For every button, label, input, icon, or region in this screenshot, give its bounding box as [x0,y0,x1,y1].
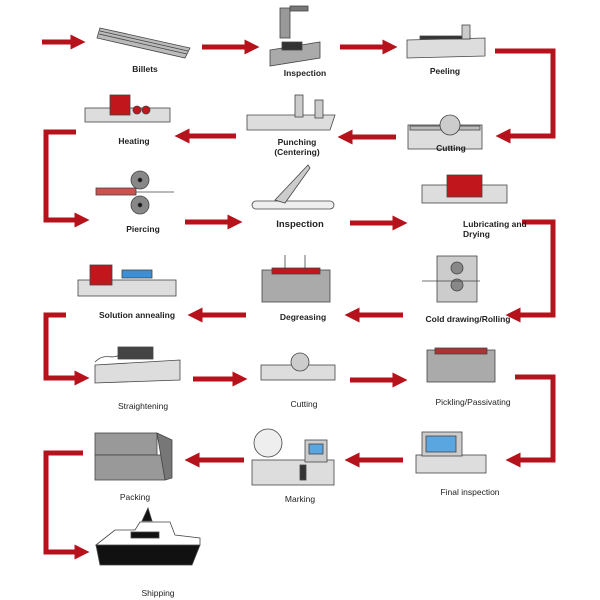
punching-line1: Punching [277,137,317,147]
marking-machine-icon [251,428,335,486]
flow-elbow-arrow [505,219,556,323]
packing-boxes-icon [94,432,173,481]
billets-icon [96,27,191,59]
step-label-cutting: Cutting [436,143,466,153]
step-label-final-inspection: Final inspection [440,487,500,497]
punching-machine-icon [246,94,336,131]
lubricating-line1: Lubricating and [463,219,527,229]
step-label-inspection-2: Inspection [276,219,324,230]
lubricating-icon [421,174,508,204]
tube-inspection-icon [251,164,335,210]
straightener-icon [94,346,181,384]
step-label-shipping: Shipping [141,588,175,598]
step-label-peeling: Peeling [429,66,461,76]
step-label-cold-drawing: Cold drawing/Rolling [425,314,511,324]
step-label-degreasing: Degreasing [279,312,327,322]
flow-elbow-arrow [505,374,556,468]
lubricating-line2: Drying [463,229,490,239]
step-label-punching: Punching(Centering) [274,137,319,157]
step-label-cutting-2: Cutting [290,399,318,409]
step-label-billets: Billets [132,64,158,74]
annealing-furnace-icon [77,264,177,297]
cutting-saw-icon [260,352,336,381]
inspection-machine-icon [269,5,321,67]
cutting-saw-icon [407,114,483,150]
punching-line2: (Centering) [274,147,320,157]
flow-elbow-arrow [43,129,90,228]
step-label-marking: Marking [284,494,316,504]
ship-icon [94,506,201,566]
step-label-packing: Packing [119,492,151,502]
degreasing-tank-icon [261,255,331,303]
flow-elbow-arrow [495,48,556,144]
step-label-inspection: Inspection [283,68,327,78]
pickling-tank-icon [426,347,496,383]
step-label-heating: Heating [118,136,150,146]
step-label-straightening: Straightening [117,401,169,411]
flow-elbow-arrow [43,312,90,386]
step-label-solution-annealing: Solution annealing [98,310,176,320]
inspection-monitor-icon [415,431,487,474]
step-label-pickling: Pickling/Passivating [435,397,511,407]
peeling-machine-icon [406,24,486,59]
piercing-rollers-icon [95,170,174,215]
flow-elbow-arrow [43,450,90,560]
rolling-mill-icon [422,255,480,303]
furnace-icon [84,94,171,123]
step-label-piercing: Piercing [126,224,160,234]
